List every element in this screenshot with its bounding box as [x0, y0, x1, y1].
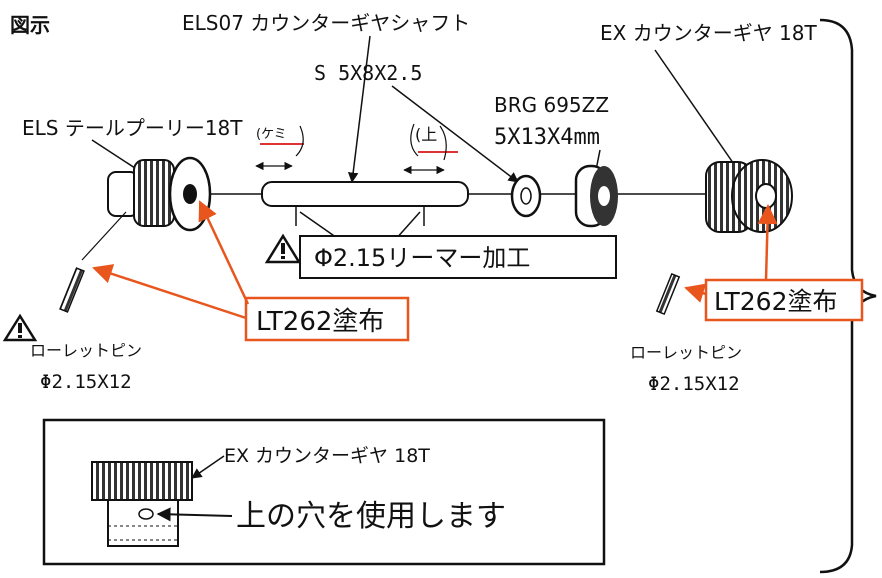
lt262-left-arrow-pulley: [198, 200, 250, 305]
inset-gear-leader: [191, 455, 225, 479]
knurl-pin-right: [655, 272, 681, 316]
inset-panel: EX カウンターギヤ 18T 上の穴を使用します: [42, 418, 606, 566]
gear-leader: [654, 49, 739, 171]
reamer-callout: Φ2.15リーマー加工: [299, 235, 617, 279]
bearing: [574, 164, 618, 228]
figure-title: 図示: [10, 13, 50, 37]
counter-gear: [705, 159, 793, 233]
shaft-label: ELS07 カウンターギヤシャフト: [182, 11, 470, 35]
bearing-size-label: 5X13X4mm: [494, 125, 600, 150]
small-note: (ケミ: [256, 127, 287, 142]
inset-note-arrow: [156, 507, 233, 522]
right-note: (上: [415, 125, 437, 144]
bearing-label: BRG 695ZZ: [494, 93, 609, 117]
inset-note: 上の穴を使用します: [236, 499, 506, 534]
knurl-pin-left: [59, 211, 127, 313]
lt262-right-callout: LT262塗布: [704, 278, 864, 322]
lt262-right-arrow-pin: [684, 283, 707, 303]
lt262-left-callout: LT262塗布: [244, 296, 410, 342]
reamer-text: Φ2.15リーマー加工: [314, 244, 530, 272]
lt262-right-text: LT262塗布: [714, 287, 837, 316]
right-brace: [819, 18, 877, 574]
counter-gear-label: EX カウンターギヤ 18T: [600, 21, 818, 45]
counter-shaft: [261, 181, 469, 241]
pin-right-name: ローレットピン: [630, 343, 742, 362]
pin-left-size: Φ2.15X12: [40, 371, 132, 393]
shaft-leader: [347, 35, 371, 184]
note-bracket-right: [410, 123, 447, 161]
lt262-left-arrow-pin: [92, 264, 247, 320]
pin-right-size: Φ2.15X12: [648, 373, 740, 395]
inset-gear-label: EX カウンターギヤ 18T: [224, 445, 430, 467]
shaft-size-label: S 5X8X2.5: [314, 61, 422, 85]
shaft-size-leader: [391, 85, 519, 183]
note-bracket-left: [295, 125, 304, 157]
lt262-right-arrow-gear: [757, 204, 778, 281]
lt262-left-text: LT262塗布: [256, 307, 384, 337]
pin-left-name: ローレットピン: [30, 341, 142, 360]
warning-icon-left: [2, 313, 38, 342]
inset-gear-drawing: [91, 461, 193, 547]
tail-pulley: [107, 156, 212, 232]
tail-pulley-label: ELS テールプーリー18T: [22, 116, 243, 140]
spacer: [510, 174, 542, 218]
warning-icon-center: [264, 233, 302, 264]
pulley-leader: [91, 139, 139, 171]
